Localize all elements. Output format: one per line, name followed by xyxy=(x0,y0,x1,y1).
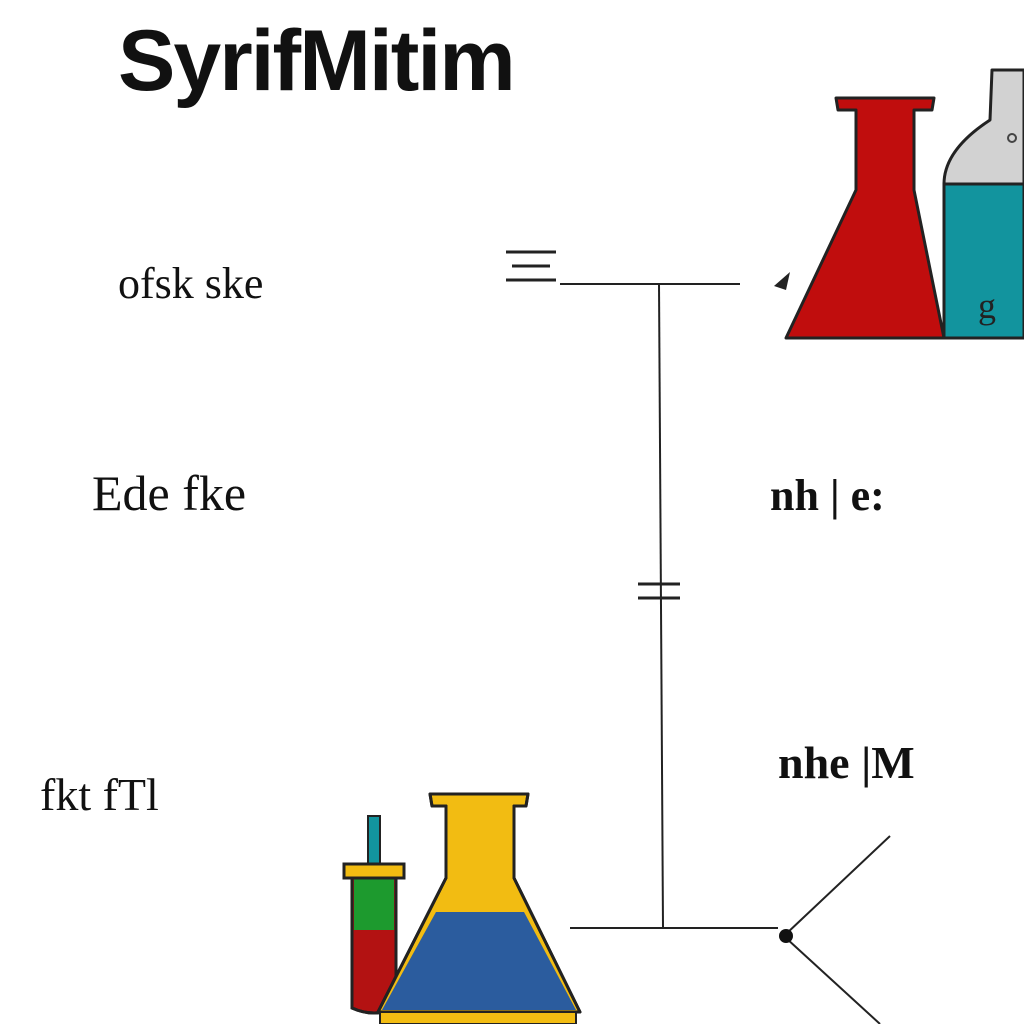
diagonal-down-line xyxy=(785,937,881,1024)
reagent-bottle-icon xyxy=(942,68,1024,340)
tick-marks xyxy=(506,250,680,600)
bottle-mark: g xyxy=(978,286,996,326)
diagonal-up-line xyxy=(785,835,891,935)
left-label-3: fkt fTl xyxy=(40,769,159,820)
vertical-trunk-line xyxy=(658,283,664,929)
right-label-1: nh | e: xyxy=(770,471,885,520)
left-label-2: Ede fke xyxy=(92,465,247,521)
arrow-icon xyxy=(774,272,790,290)
red-flask-icon xyxy=(784,96,946,340)
connector-lines xyxy=(560,283,891,1024)
page-title: SyrifMitim xyxy=(118,13,516,109)
left-label-1: ofsk ske xyxy=(118,259,264,308)
test-tube-icon xyxy=(342,815,406,1015)
yellow-flask-icon xyxy=(376,792,582,1024)
junction-node xyxy=(779,929,793,943)
right-label-2: nhe |M xyxy=(778,737,915,788)
